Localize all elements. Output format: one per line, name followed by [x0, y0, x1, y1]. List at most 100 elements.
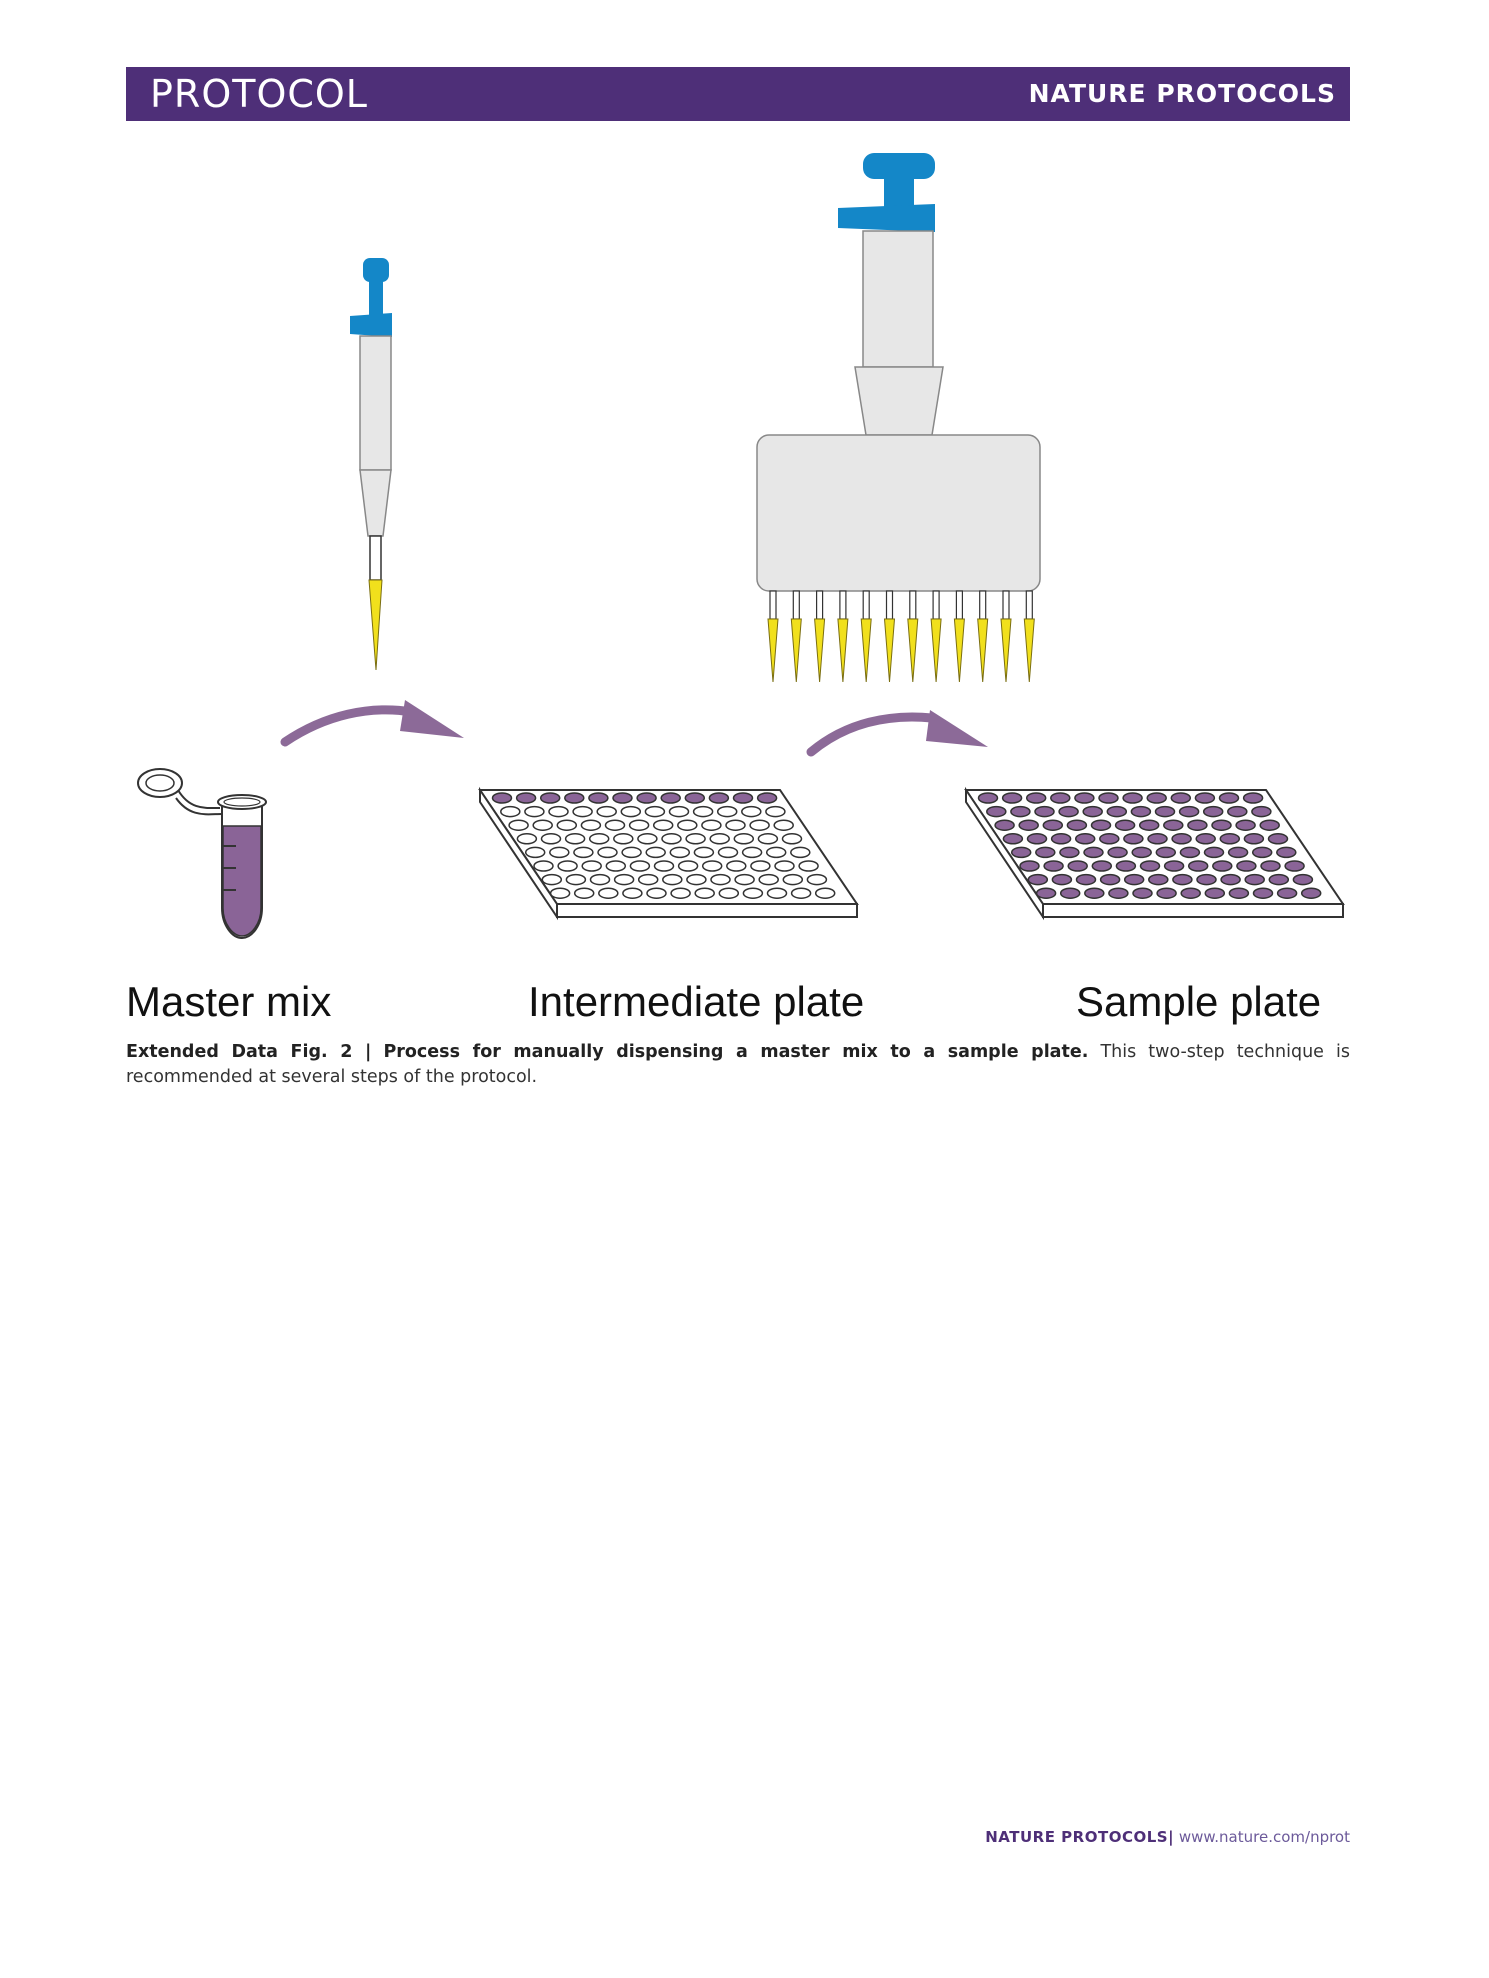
multichannel-tip: [907, 618, 919, 683]
intermediate-well: [532, 819, 553, 831]
intermediate-plate: [478, 786, 859, 921]
sample-well: [1276, 887, 1298, 899]
intermediate-well: [644, 805, 666, 818]
multichannel-tip: [814, 618, 826, 683]
sample-well: [1059, 846, 1080, 859]
sample-well: [1300, 887, 1322, 899]
intermediate-well: [588, 792, 609, 804]
intermediate-well: [565, 873, 587, 886]
sample-well: [1163, 860, 1185, 872]
multichannel-pipette: [756, 153, 1041, 683]
intermediate-well: [750, 860, 771, 872]
master-mix-tube: [137, 768, 267, 940]
intermediate-well: [732, 792, 754, 804]
intermediate-well: [557, 860, 578, 872]
sample-well: [1082, 805, 1103, 818]
sample-well: [1083, 846, 1104, 859]
figure-caption: Extended Data Fig. 2 | Process for manua…: [126, 1040, 1350, 1090]
footer-separator: |: [1168, 1828, 1175, 1846]
sample-well: [1260, 860, 1281, 872]
footer-journal: NATURE PROTOCOLS: [985, 1828, 1169, 1846]
sample-well: [1155, 846, 1177, 859]
multichannel-tip: [883, 618, 896, 683]
sample-well: [1122, 792, 1143, 804]
sample-well: [1163, 819, 1184, 831]
footer-url-link[interactable]: www.nature.com/nprot: [1178, 1828, 1350, 1846]
intermediate-well: [541, 873, 563, 886]
sample-well: [1130, 805, 1152, 818]
caption-title: Process for manually dispensing a master…: [383, 1042, 1089, 1062]
sample-well: [1156, 887, 1177, 899]
intermediate-well: [708, 792, 730, 804]
pipette-body: [359, 335, 392, 471]
sample-well: [1219, 833, 1241, 845]
sample-well: [1074, 792, 1095, 804]
sample-well: [1050, 792, 1071, 804]
sample-well: [1091, 860, 1113, 872]
intermediate-well: [533, 860, 554, 872]
multichannel-tip-holder: [885, 590, 894, 620]
intermediate-well: [686, 873, 707, 886]
sample-well: [1284, 860, 1305, 872]
multichannel-thumb-rest: [838, 204, 935, 232]
intermediate-well: [581, 860, 602, 872]
sample-well: [1066, 819, 1088, 831]
sample-well: [1218, 792, 1240, 804]
sample-well: [1001, 792, 1023, 804]
sample-well: [994, 819, 1015, 831]
pipette-plunger-knob: [363, 258, 389, 282]
sample-well: [1178, 805, 1200, 818]
sample-well: [1115, 860, 1137, 872]
intermediate-well: [516, 833, 538, 845]
intermediate-well: [798, 860, 819, 872]
label-intermediate-plate: Intermediate plate: [528, 978, 865, 1025]
header-bar: PROTOCOL NATURE PROTOCOLS: [126, 67, 1350, 121]
multichannel-body: [862, 230, 934, 368]
sample-well: [1170, 792, 1192, 804]
intermediate-well: [782, 873, 804, 886]
sample-well: [1139, 860, 1161, 872]
intermediate-well: [741, 846, 763, 859]
intermediate-well: [539, 792, 561, 804]
pipette-tip: [368, 579, 383, 671]
sample-well: [1123, 833, 1144, 845]
intermediate-well: [508, 819, 529, 831]
sample-well: [1002, 833, 1024, 845]
intermediate-well: [660, 792, 681, 804]
intermediate-plate-side: [479, 786, 558, 921]
multichannel-tip: [790, 618, 802, 683]
intermediate-well: [548, 805, 569, 818]
multichannel-tip-holder: [909, 590, 917, 620]
pipette-tip-holder: [369, 535, 382, 581]
arrow-tube-to-intermediate: [280, 705, 417, 747]
intermediate-well: [500, 805, 521, 818]
intermediate-well: [620, 805, 642, 818]
sample-well: [1212, 860, 1233, 872]
sample-well: [1035, 846, 1056, 859]
intermediate-well: [717, 846, 739, 859]
sample-well: [1194, 792, 1216, 804]
intermediate-well: [685, 833, 706, 845]
single-channel-pipette: [350, 258, 392, 671]
sample-well: [1242, 792, 1264, 804]
sample-well: [1034, 805, 1055, 818]
intermediate-well: [734, 873, 755, 886]
intermediate-well: [636, 792, 657, 804]
sample-well: [1123, 873, 1145, 886]
intermediate-well: [758, 873, 779, 886]
intermediate-well: [556, 819, 578, 831]
sample-well: [1114, 819, 1136, 831]
multichannel-tip-holder: [769, 590, 777, 620]
tube-cap-strap: [177, 789, 221, 810]
multichannel-tip: [767, 618, 779, 683]
sample-well: [1010, 805, 1031, 818]
sample-well: [1026, 833, 1048, 845]
multichannel-tip-holder: [932, 590, 940, 620]
intermediate-well: [684, 792, 706, 804]
multichannel-tip: [953, 618, 965, 683]
sample-plate: [964, 786, 1345, 921]
section-title: PROTOCOL: [150, 72, 368, 116]
sample-well: [1108, 887, 1129, 899]
label-sample-plate: Sample plate: [1076, 978, 1322, 1025]
